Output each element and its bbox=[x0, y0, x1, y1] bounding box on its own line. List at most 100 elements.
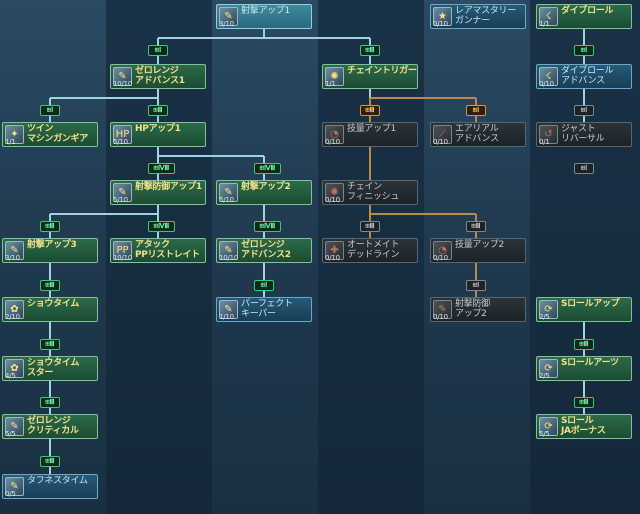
skill-level: 10/10 bbox=[219, 254, 239, 262]
unlock-badge-icon: ⊞Ⅲ bbox=[574, 397, 594, 408]
chain-trigger-icon: ✺ bbox=[325, 67, 344, 86]
reversal-icon: ↺ bbox=[539, 125, 558, 144]
skill-name: ショウタイム スター bbox=[27, 358, 80, 378]
unlock-badge-icon: ⊞Ⅰ bbox=[254, 280, 274, 291]
skill-name: ツイン マシンガンギア bbox=[27, 124, 88, 144]
unlock-badge-icon: ⊞Ⅲ bbox=[40, 397, 60, 408]
skill-level: 0/10 bbox=[433, 313, 448, 321]
skill-level: 0/1 bbox=[539, 138, 550, 146]
skill-level: 4/5 bbox=[5, 372, 16, 380]
unlock-badge-icon: ⊞Ⅲ bbox=[360, 221, 380, 232]
unlock-badge-icon: ⊞Ⅰ bbox=[466, 280, 486, 291]
skill-name: Sロールアーツ bbox=[561, 358, 619, 368]
shooting-icon: ✎ bbox=[5, 241, 24, 260]
skill-name: 射撃防御 アップ2 bbox=[455, 299, 490, 319]
unlock-badge-icon: ⊞Ⅰ bbox=[574, 45, 594, 56]
skill-name: 射撃防御アップ1 bbox=[135, 182, 202, 192]
skill-level: 2/5 bbox=[539, 372, 550, 380]
skill-level: 5/10 bbox=[113, 138, 128, 146]
lock-badge-icon: ⊞Ⅲ bbox=[360, 105, 380, 116]
shooting-icon: ✎ bbox=[219, 183, 238, 202]
unlock-badge-icon: ⊞Ⅲ bbox=[40, 339, 60, 350]
pp-icon: PP bbox=[113, 241, 132, 260]
skill-up-icon: ◔ bbox=[325, 125, 344, 144]
skill-level: 1/1 bbox=[325, 80, 336, 88]
skill-name: HPアップ1 bbox=[135, 124, 181, 134]
skill-name: チェイン フィニッシュ bbox=[347, 182, 400, 202]
twin-guns-icon: ✎ bbox=[219, 241, 238, 260]
aerial-icon: ⟋ bbox=[433, 125, 452, 144]
skill-name: ゼロレンジ アドバンス1 bbox=[135, 66, 185, 86]
automate-icon: ✚ bbox=[325, 241, 344, 260]
twin-guns-icon: ✎ bbox=[113, 67, 132, 86]
skill-node[interactable]: ✺チェイン フィニッシュ 0/10 bbox=[322, 180, 418, 205]
skill-name: アタック PPリストレイト bbox=[135, 240, 200, 260]
skill-name: タフネスタイム bbox=[27, 476, 88, 486]
skill-node[interactable]: ✺チェイントリガー 1/1 bbox=[322, 64, 418, 89]
skill-level: 0/10 bbox=[325, 196, 340, 204]
skill-level: 1/1 bbox=[539, 20, 550, 28]
chain-finish-icon: ✺ bbox=[325, 183, 344, 202]
unlock-badge-icon: ⊞Ⅰ bbox=[574, 163, 594, 174]
unlock-badge-icon: ⊞Ⅲ bbox=[40, 221, 60, 232]
skill-name: 技量アップ2 bbox=[455, 240, 504, 250]
s-roll-icon: ⟳ bbox=[539, 300, 558, 319]
skill-level: 5/10 bbox=[113, 196, 128, 204]
unlock-badge-icon: ⊞ⅣⅢ bbox=[254, 221, 281, 232]
skill-name: オートメイト デッドライン bbox=[347, 240, 400, 260]
skill-level: 5/5 bbox=[5, 430, 16, 438]
skill-node[interactable]: ✎射撃防御アップ1 5/10 bbox=[110, 180, 206, 205]
skill-name: 射撃アップ2 bbox=[241, 182, 291, 192]
shoot-defense-icon: ✎ bbox=[113, 183, 132, 202]
unlock-badge-icon: ⊞Ⅲ bbox=[148, 105, 168, 116]
skill-level: 0/10 bbox=[539, 80, 554, 88]
lock-badge-icon: ⊞Ⅰ bbox=[466, 105, 486, 116]
skill-level: 2/5 bbox=[539, 313, 550, 321]
skill-level: 1/10 bbox=[219, 313, 234, 321]
skill-name: チェイントリガー bbox=[347, 66, 417, 76]
skill-node[interactable]: ✎射撃アップ3 3/10 bbox=[2, 238, 98, 263]
skill-name: ダイブロール アドバンス bbox=[561, 66, 614, 86]
skill-level: 10/10 bbox=[113, 254, 133, 262]
skill-name: 射撃アップ3 bbox=[27, 240, 77, 250]
showtime-icon: ✿ bbox=[5, 300, 24, 319]
star-icon: ★ bbox=[433, 7, 452, 26]
unlock-badge-icon: ⊞Ⅰ bbox=[40, 105, 60, 116]
unlock-badge-icon: ⊞Ⅲ bbox=[360, 45, 380, 56]
skill-level: 0/10 bbox=[433, 254, 448, 262]
skill-node[interactable]: ⟳Sロールアップ 2/5 bbox=[536, 297, 632, 322]
unlock-badge-icon: ⊞ⅣⅢ bbox=[254, 163, 281, 174]
unlock-badge-icon: ⊞Ⅰ bbox=[574, 105, 594, 116]
skill-name: 射撃アップ1 bbox=[241, 6, 290, 16]
skill-level: 0/5 bbox=[5, 490, 16, 498]
unlock-badge-icon: ⊞ⅣⅢ bbox=[148, 163, 175, 174]
skill-name: ゼロレンジ アドバンス2 bbox=[241, 240, 291, 260]
unlock-badge-icon: ⊞Ⅲ bbox=[466, 221, 486, 232]
skill-name: Sロールアップ bbox=[561, 299, 620, 309]
skill-level: 3/10 bbox=[5, 254, 20, 262]
